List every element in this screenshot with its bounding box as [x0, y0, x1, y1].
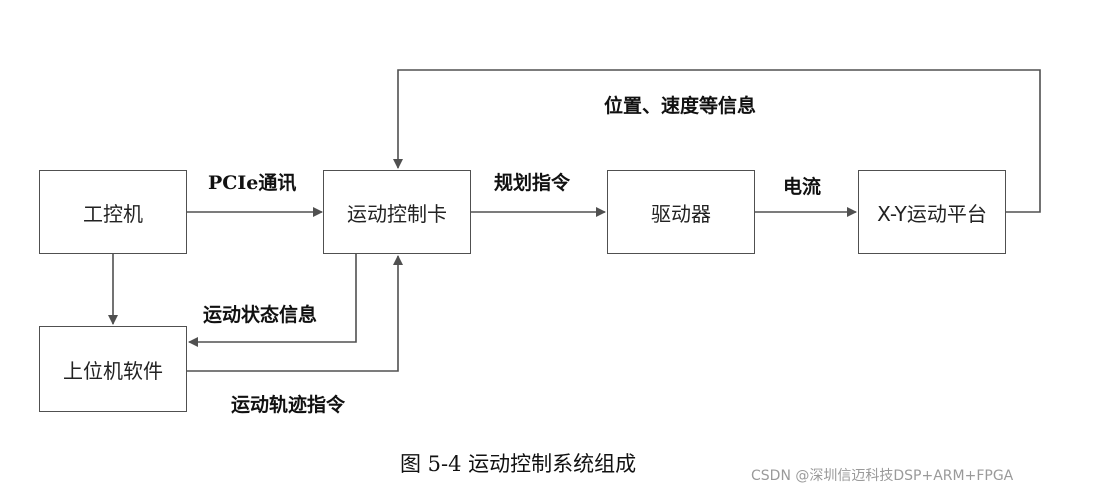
- arrow-feedback-loop: [393, 69, 1041, 213]
- node-xy-platform: X-Y运动平台: [858, 170, 1006, 254]
- edge-label-feedback: 位置、速度等信息: [604, 95, 757, 117]
- node-host-software: 上位机软件: [39, 326, 187, 412]
- arrow-card-to-host-status: [188, 254, 357, 347]
- node-ipc: 工控机: [39, 170, 187, 254]
- edge-label-current: 电流: [783, 176, 822, 198]
- figure-caption: 图 5-4 运动控制系统组成: [400, 452, 637, 476]
- node-host-software-label: 上位机软件: [63, 358, 163, 383]
- edge-label-pcie: PCIe通讯: [208, 172, 297, 194]
- node-driver-label: 驱动器: [651, 201, 711, 226]
- arrow-host-to-card-trajectory: [187, 255, 403, 372]
- node-motion-card: 运动控制卡: [323, 170, 471, 254]
- node-motion-card-label: 运动控制卡: [347, 201, 447, 226]
- node-driver: 驱动器: [607, 170, 755, 254]
- watermark: CSDN @深圳信迈科技DSP+ARM+FPGA: [751, 468, 1014, 484]
- edge-label-trajectory: 运动轨迹指令: [231, 394, 346, 416]
- node-ipc-label: 工控机: [83, 201, 143, 226]
- edge-label-status: 运动状态信息: [203, 304, 318, 326]
- node-xy-platform-label: X-Y运动平台: [877, 201, 987, 226]
- edge-label-plan-cmd: 规划指令: [494, 172, 571, 194]
